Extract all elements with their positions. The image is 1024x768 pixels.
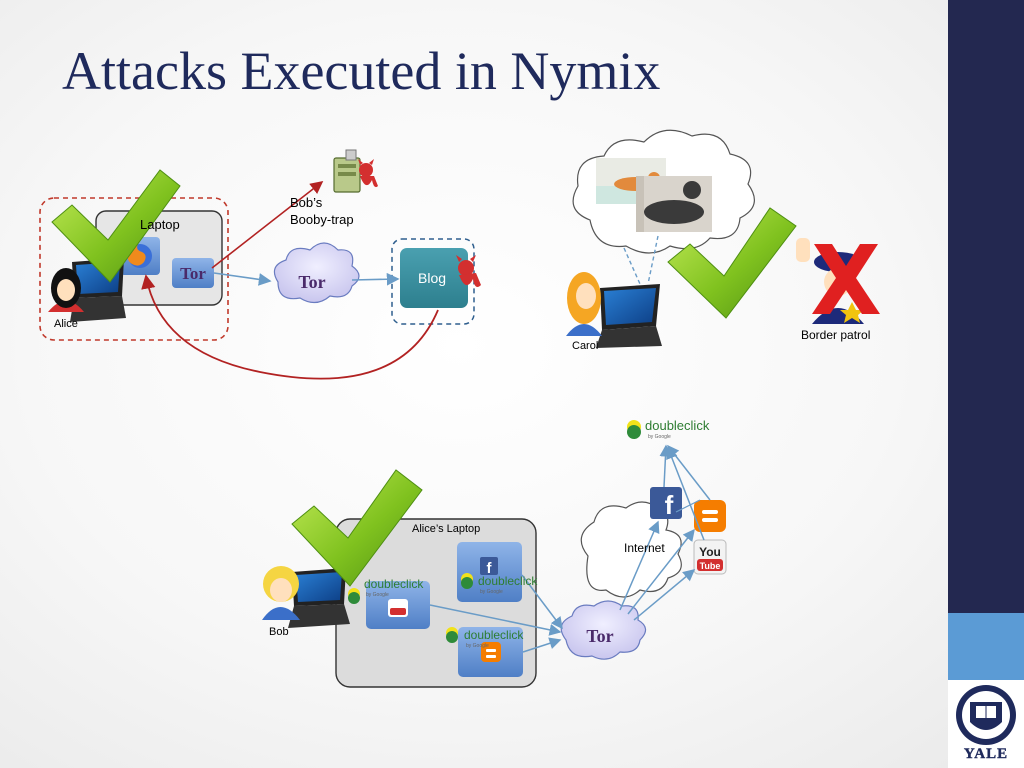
diagram-tracking: f Tor xyxy=(262,420,727,688)
check-icon xyxy=(291,469,423,587)
flow-arrow-to-tor xyxy=(213,272,272,286)
svg-text:Tor: Tor xyxy=(180,264,206,283)
flow-arrow xyxy=(627,528,695,615)
sidebar-accent xyxy=(948,613,1024,680)
doubleclick-icon xyxy=(627,420,641,439)
svg-text:Tor: Tor xyxy=(298,272,325,292)
doubleclick-google-text: by Google xyxy=(648,434,671,440)
sidebar-navy xyxy=(948,0,1024,613)
doubleclick-tracker-youtube: doubleclick xyxy=(364,577,424,591)
carol-label: Carol xyxy=(572,340,599,352)
cat-photo-2 xyxy=(636,176,712,232)
doubleclick-icon xyxy=(348,588,360,604)
yale-wordmark: YALE xyxy=(963,746,1009,762)
devil-icon xyxy=(358,159,378,188)
check-icon xyxy=(51,169,181,283)
tor-cloud-icon: Tor xyxy=(560,600,647,660)
svg-text:You: You xyxy=(699,545,721,559)
bob-person-icon xyxy=(262,566,300,620)
blog-box xyxy=(400,248,468,308)
flow-arrow-to-blog xyxy=(351,272,400,286)
flow-arrow xyxy=(429,604,562,636)
bob-laptop-label: Alice’s Laptop xyxy=(412,523,481,535)
flow-arrow xyxy=(633,569,696,621)
laptop-icon xyxy=(596,284,662,348)
alice-dashed-boundary xyxy=(39,197,229,341)
flow-arrow xyxy=(619,520,660,611)
svg-text:Tube: Tube xyxy=(700,561,721,571)
diagram-border-patrol xyxy=(566,129,880,348)
flow-arrow xyxy=(522,637,562,653)
doubleclick-tracker-facebook: doubleclick xyxy=(478,574,538,588)
doubleclick-google-text: by Google xyxy=(366,592,389,598)
internet-label: Internet xyxy=(624,541,665,555)
doubleclick-tracker-blogger: doubleclick xyxy=(464,628,524,642)
doubleclick-google-text: by Google xyxy=(466,643,489,649)
check-icon xyxy=(667,207,797,319)
alice-person-icon xyxy=(48,268,84,312)
doubleclick-icon xyxy=(446,627,458,643)
tor-cloud-icon: Tor xyxy=(273,242,360,304)
bob-label: Bob xyxy=(269,626,289,638)
slide-title: Attacks Executed in Nymix xyxy=(62,41,661,101)
youtube-icon xyxy=(388,599,408,617)
yale-seal-icon xyxy=(956,685,1016,745)
doubleclick-logo-text: doubleclick xyxy=(645,418,710,433)
alice-label: Alice xyxy=(54,318,78,330)
carol-person-icon xyxy=(566,272,602,336)
blog-label: Blog xyxy=(418,270,447,286)
x-icon xyxy=(812,244,880,314)
border-patrol-label: Border patrol xyxy=(801,328,871,342)
devil-icon xyxy=(456,255,481,287)
youtube-icon: You Tube xyxy=(693,539,727,575)
attack-arrow-to-trap xyxy=(211,181,324,269)
trap-label-line2: Booby-trap xyxy=(290,212,354,227)
flow-arrow xyxy=(659,444,672,488)
facebook-icon: f xyxy=(480,557,498,577)
facebook-icon: f xyxy=(650,487,682,520)
alice-laptop-label: Laptop xyxy=(140,217,180,232)
tor-client-icon: Tor xyxy=(172,258,214,288)
svg-text:f: f xyxy=(487,560,493,577)
svg-text:f: f xyxy=(665,490,674,520)
flow-arrow xyxy=(675,499,701,513)
thought-line xyxy=(647,235,659,285)
diagram-booby-trap: Tor Tor xyxy=(39,149,481,380)
blogger-icon xyxy=(481,642,501,662)
attack-arrow-back-to-browser xyxy=(141,274,439,380)
doubleclick-google-text: by Google xyxy=(480,589,503,595)
doubleclick-icon xyxy=(461,573,473,589)
flow-arrow xyxy=(666,446,705,541)
flow-arrow xyxy=(521,574,563,630)
blogger-icon xyxy=(694,500,726,532)
trap-label-line1: Bob’s xyxy=(290,195,323,210)
server-icon xyxy=(333,149,361,193)
svg-text:Tor: Tor xyxy=(586,626,613,646)
laptop-icon xyxy=(288,568,350,628)
thought-line xyxy=(623,247,641,285)
